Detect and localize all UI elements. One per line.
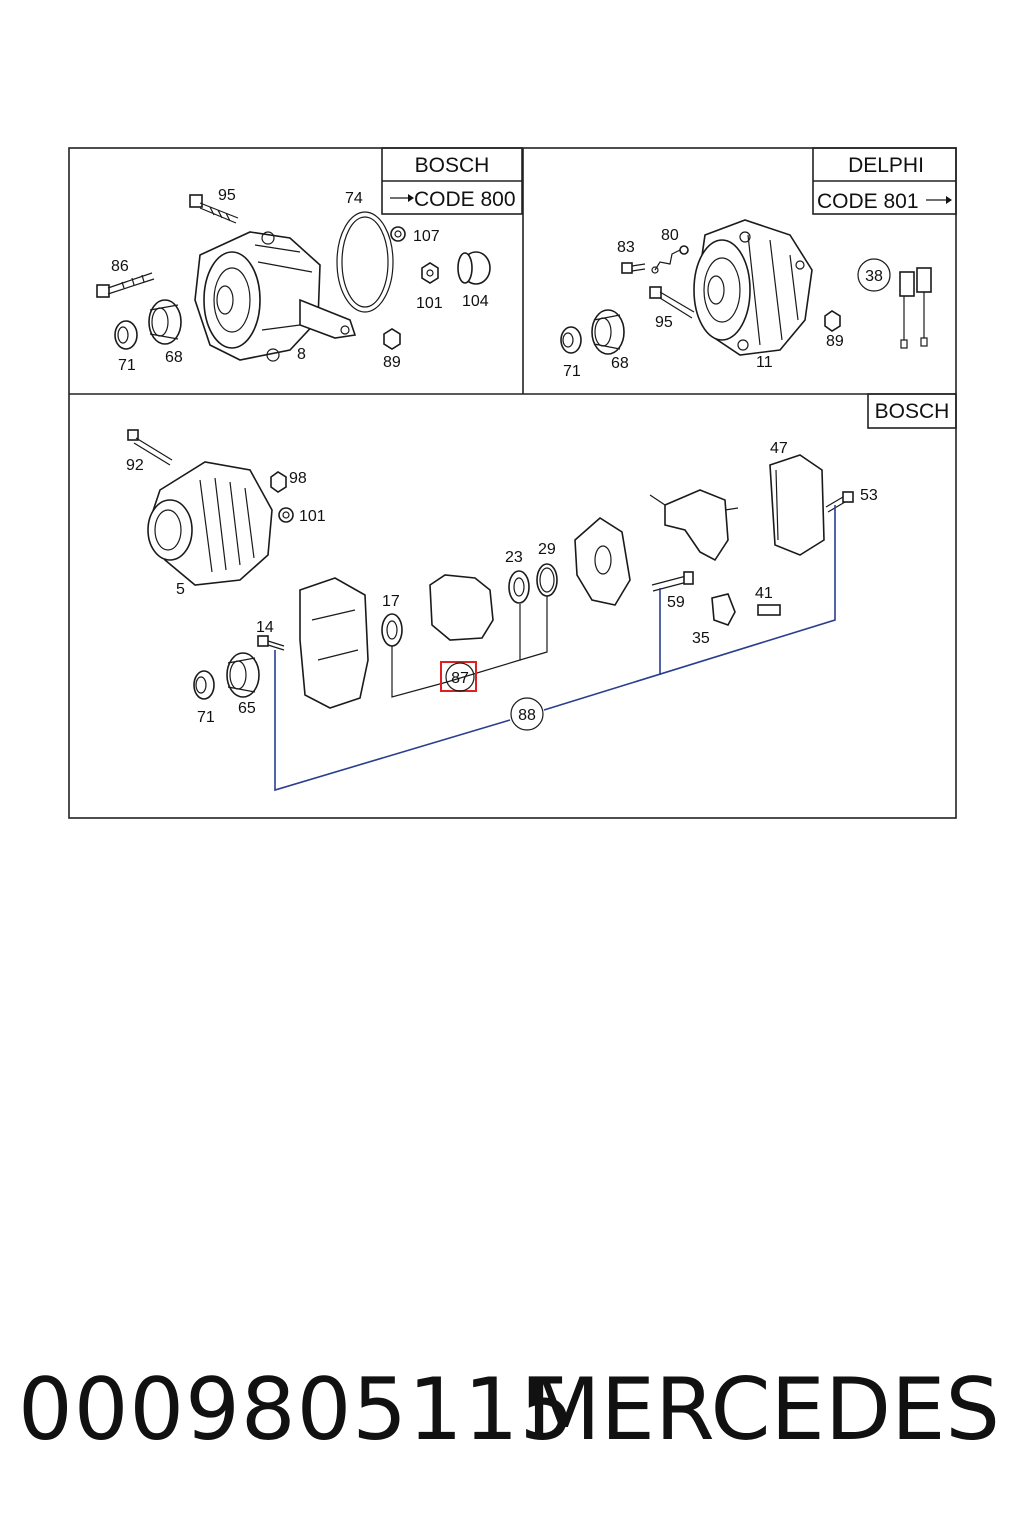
nut-89-delphi [824, 310, 841, 332]
terminal-80 [651, 245, 689, 274]
callout-83: 83 [617, 239, 635, 256]
part-number: 0009805115 [18, 1360, 576, 1460]
callout-14: 14 [256, 619, 274, 636]
callout-80: 80 [661, 227, 679, 244]
alternator-delphi-assembly [693, 219, 813, 356]
bosch-lower-box: BOSCH [867, 393, 957, 429]
callout-47: 47 [770, 440, 788, 457]
svg-text:CODE 801: CODE 801 [817, 190, 919, 213]
callout-98: 98 [289, 470, 307, 487]
callout-107: 107 [413, 228, 440, 245]
belt-74 [336, 211, 394, 313]
callout-5: 5 [176, 581, 185, 598]
callout-71-tr: 71 [563, 363, 581, 380]
callout-23: 23 [505, 549, 523, 566]
delphi-code-801-box: DELPHI CODE 801 [812, 147, 957, 215]
callouts-top-left: 95 74 107 86 101 104 71 68 8 89 [111, 187, 489, 374]
callout-74: 74 [345, 190, 363, 207]
callout-95-tr: 95 [655, 314, 673, 331]
callout-68-tr: 68 [611, 355, 629, 372]
callout-88: 88 [518, 707, 536, 724]
bolt-95 [189, 194, 239, 224]
bosch-code-800-box: BOSCH CODE 800 [381, 147, 523, 215]
bolt-83 [621, 262, 646, 274]
svg-text:BOSCH: BOSCH [415, 154, 490, 177]
bolt-86 [96, 272, 155, 298]
callout-71-tl: 71 [118, 357, 136, 374]
callout-89-tr: 89 [826, 333, 844, 350]
callout-53: 53 [860, 487, 878, 504]
callout-11: 11 [756, 354, 773, 371]
callout-71-bottom: 71 [197, 709, 215, 726]
nut-89 [383, 328, 401, 350]
svg-text:DELPHI: DELPHI [848, 154, 924, 177]
bolt-53 [825, 491, 854, 513]
callout-89-tl: 89 [383, 354, 401, 371]
svg-text:CODE 800: CODE 800 [414, 188, 516, 211]
callout-38: 38 [865, 268, 883, 285]
callout-87: 87 [451, 670, 469, 687]
regulator-38 [899, 267, 932, 349]
brush-holder [649, 489, 739, 562]
callout-86: 86 [111, 258, 129, 275]
bolt-14 [257, 635, 285, 651]
ring-29 [536, 563, 558, 597]
bolt-92 [127, 429, 173, 466]
cap-71 [114, 320, 138, 350]
callout-35: 35 [692, 630, 710, 647]
bearing-17 [381, 613, 403, 647]
drive-end-housing [299, 577, 369, 709]
bolt-59 [651, 571, 694, 592]
nut-98 [270, 471, 287, 493]
callouts-top-right: 83 80 38 95 71 68 11 89 [563, 227, 891, 380]
callout-29: 29 [538, 541, 556, 558]
callout-104: 104 [462, 293, 489, 310]
nut-101 [421, 262, 439, 284]
callout-92: 92 [126, 457, 144, 474]
bolt-95-delphi [649, 286, 695, 319]
callout-95-tl: 95 [218, 187, 236, 204]
callout-101-tl: 101 [416, 295, 443, 312]
parts-diagram: BOSCH CODE 800 DELPHI CODE 801 BOSCH [68, 147, 957, 819]
bearing-23 [508, 570, 530, 604]
cover-47 [769, 454, 825, 556]
alternator-bosch-assembly [194, 231, 357, 362]
callout-68-tl: 68 [165, 349, 183, 366]
pulley-65 [226, 652, 260, 698]
pulley-68 [148, 299, 182, 345]
callout-65: 65 [238, 700, 256, 717]
washer-107 [390, 226, 406, 242]
bushing-104 [457, 251, 491, 285]
cap-71-delphi [560, 326, 582, 354]
callout-8: 8 [297, 346, 306, 363]
cap-71-bottom [193, 670, 215, 700]
regulator-35-41 [711, 593, 781, 626]
callout-41: 41 [755, 585, 773, 602]
alternator-5-assembly [147, 461, 273, 586]
rectifier-plate [574, 517, 631, 606]
pulley-68-delphi [591, 309, 625, 355]
brand-name: MERCEDES [526, 1360, 1000, 1460]
svg-text:BOSCH: BOSCH [875, 400, 950, 423]
callouts-bottom: 92 98 101 5 47 53 23 29 17 59 41 35 14 8… [126, 440, 878, 731]
washer-101 [278, 507, 294, 523]
stator-core [429, 574, 494, 641]
callout-17: 17 [382, 593, 400, 610]
callout-59: 59 [667, 594, 685, 611]
callout-101-bottom: 101 [299, 508, 326, 525]
footer: 0009805115 MERCEDES [0, 1360, 1024, 1470]
